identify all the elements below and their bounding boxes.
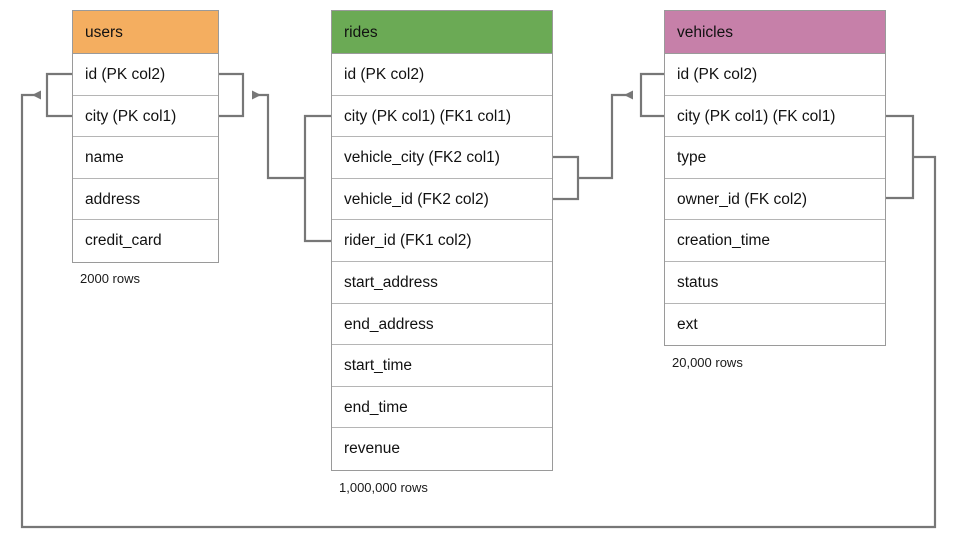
table-vehicles-row-count: 20,000 rows (672, 355, 743, 370)
table-rides-column-0[interactable]: id (PK col2) (332, 54, 552, 96)
connector-rides-rider-to-users (219, 72, 331, 243)
table-rides-column-3[interactable]: vehicle_id (FK2 col2) (332, 179, 552, 221)
table-users[interactable]: users id (PK col2) city (PK col1) name a… (72, 10, 219, 263)
table-rides-header: rides (332, 11, 552, 54)
table-rides-column-4[interactable]: rider_id (FK1 col2) (332, 220, 552, 262)
table-rides-column-1[interactable]: city (PK col1) (FK1 col1) (332, 96, 552, 138)
table-users-title: users (85, 24, 123, 41)
table-vehicles-column-0[interactable]: id (PK col2) (665, 54, 885, 96)
table-users-column-3[interactable]: address (73, 179, 218, 221)
connector-rides-vehicle-to-vehicles (553, 72, 664, 201)
table-vehicles-column-2[interactable]: type (665, 137, 885, 179)
table-rides-title: rides (344, 24, 378, 41)
table-vehicles-column-4[interactable]: creation_time (665, 220, 885, 262)
table-users-column-4[interactable]: credit_card (85, 232, 162, 250)
table-vehicles[interactable]: vehicles id (PK col2) city (PK col1) (FK… (664, 10, 886, 347)
table-vehicles-title: vehicles (677, 24, 733, 41)
table-vehicles-column-1[interactable]: city (PK col1) (FK col1) (665, 96, 885, 138)
table-vehicles-column-3[interactable]: owner_id (FK col2) (665, 179, 885, 221)
table-rides-column-2[interactable]: vehicle_city (FK2 col1) (332, 137, 552, 179)
table-vehicles-column-5[interactable]: status (665, 262, 885, 304)
table-rides[interactable]: rides id (PK col2) city (PK col1) (FK1 c… (331, 10, 553, 471)
table-users-column-1[interactable]: city (PK col1) (73, 96, 218, 138)
table-rides-column-9[interactable]: revenue (344, 440, 401, 458)
table-rides-column-8[interactable]: end_time (332, 387, 552, 429)
table-users-header: users (73, 11, 218, 54)
table-rides-column-7[interactable]: start_time (332, 345, 552, 387)
table-users-column-0[interactable]: id (PK col2) (73, 54, 218, 96)
table-rides-column-6[interactable]: end_address (332, 304, 552, 346)
table-rides-row-count: 1,000,000 rows (339, 480, 428, 495)
table-rides-column-5[interactable]: start_address (332, 262, 552, 304)
table-vehicles-header: vehicles (665, 11, 885, 54)
table-users-row-count: 2000 rows (80, 271, 140, 286)
table-users-column-2[interactable]: name (73, 137, 218, 179)
table-vehicles-column-6[interactable]: ext (677, 315, 698, 333)
